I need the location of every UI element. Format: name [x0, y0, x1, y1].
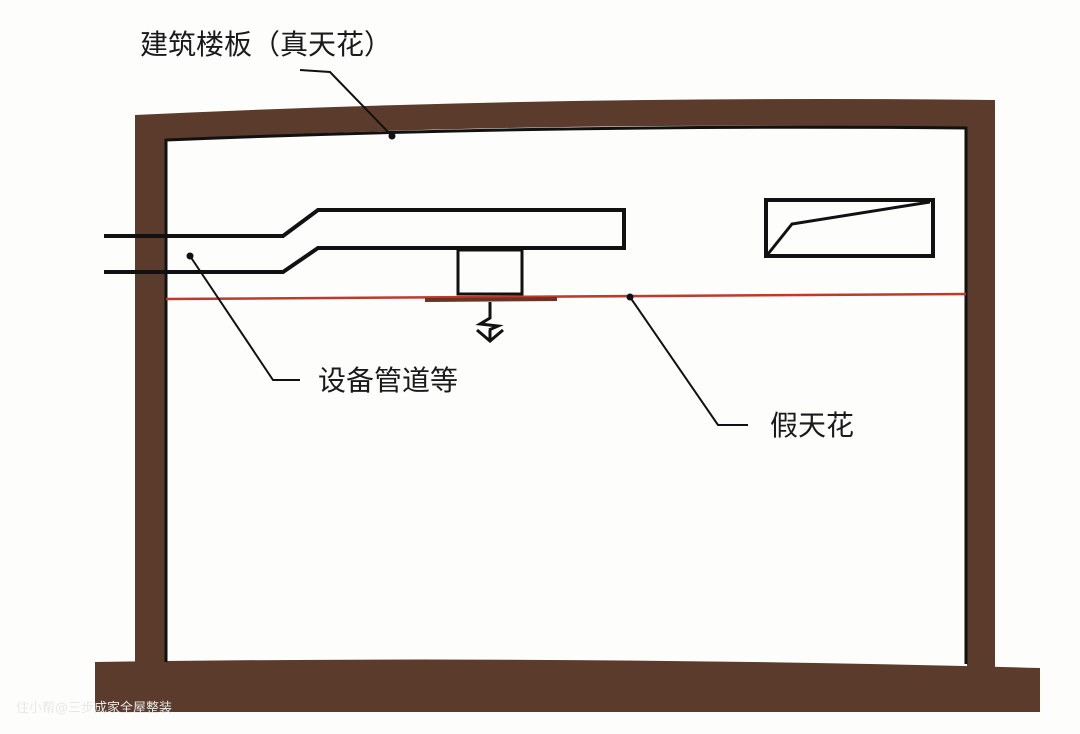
equipment-box [456, 248, 524, 296]
building-walls [135, 99, 995, 668]
light-plate [424, 297, 558, 302]
vent-grille [766, 200, 931, 255]
label-false-ceiling: 假天花 [770, 409, 854, 442]
leader-false-ceiling [629, 296, 748, 426]
watermark: 住小帮@三步成家全屋整装 [16, 700, 172, 716]
duct [104, 208, 626, 274]
label-floor-slab: 建筑楼板（真天花） [140, 28, 392, 61]
floor-base [95, 659, 1040, 712]
label-equipment: 设备管道等 [318, 364, 458, 397]
light-fixture-icon [475, 302, 504, 343]
inner-outline [164, 125, 968, 664]
leader-slab [299, 69, 393, 137]
leader-equipment [189, 255, 300, 381]
false-ceiling-line [165, 292, 967, 301]
vent-box [764, 198, 935, 258]
